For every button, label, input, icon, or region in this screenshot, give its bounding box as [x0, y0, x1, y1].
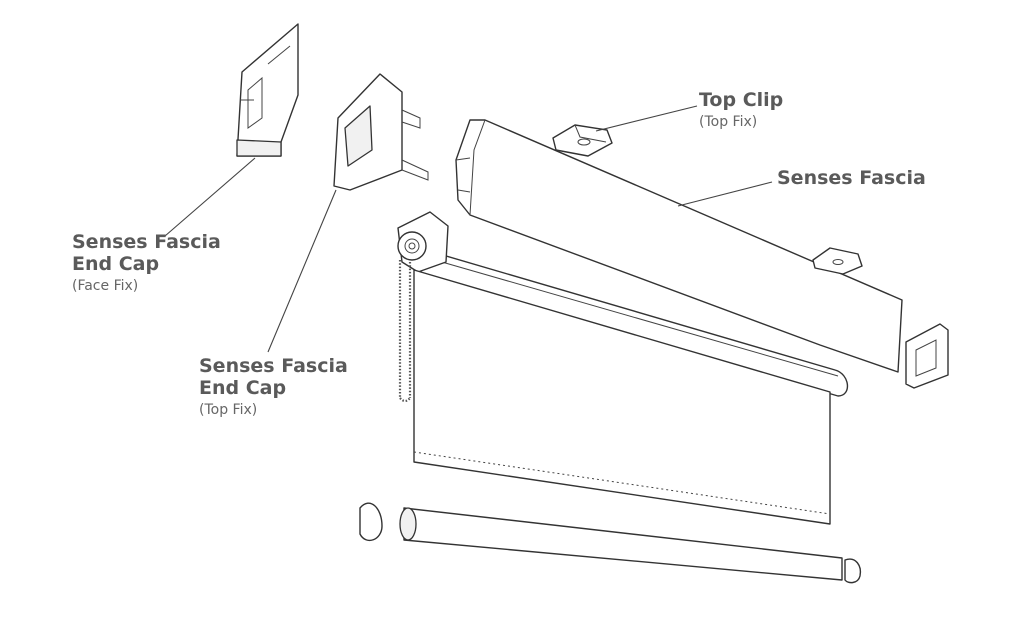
leader-end-cap-face — [164, 157, 256, 237]
label-end-cap-top-fix: Senses Fascia End Cap (Top Fix) — [199, 355, 348, 418]
senses-fascia — [455, 119, 903, 373]
bottom-bar-end-cap-right — [844, 558, 862, 584]
label-senses-fascia: Senses Fascia — [777, 167, 926, 190]
label-end-cap-face-fix: Senses Fascia End Cap (Face Fix) — [72, 231, 221, 294]
end-cap-top-fix — [333, 73, 429, 191]
fascia-right-end-cap — [905, 323, 949, 389]
top-clip-2 — [812, 247, 863, 275]
top-clip-1 — [552, 124, 613, 157]
label-top-clip: Top Clip (Top Fix) — [699, 89, 784, 130]
roller-tube — [411, 245, 849, 397]
label-end-cap-face-sub: (Face Fix) — [72, 277, 139, 294]
control-chain — [398, 260, 412, 403]
label-top-clip-title: Top Clip — [699, 89, 784, 111]
label-end-cap-top-title-1: Senses Fascia — [199, 355, 348, 377]
label-top-clip-sub: (Top Fix) — [699, 113, 758, 130]
label-senses-fascia-title: Senses Fascia — [777, 167, 926, 189]
end-cap-face-fix — [236, 23, 299, 157]
bottom-bar — [399, 507, 843, 581]
leader-end-cap-top — [267, 189, 337, 353]
control-mechanism — [397, 211, 449, 273]
blind-fabric — [413, 269, 831, 525]
label-end-cap-face-title-1: Senses Fascia — [72, 231, 221, 253]
label-end-cap-top-sub: (Top Fix) — [199, 401, 258, 418]
label-end-cap-face-title-2: End Cap — [72, 252, 160, 275]
leader-top-clip — [595, 105, 698, 132]
leader-senses-fascia — [677, 181, 773, 207]
bottom-bar-end-cap-left — [359, 502, 383, 542]
label-end-cap-top-title-2: End Cap — [199, 376, 287, 399]
